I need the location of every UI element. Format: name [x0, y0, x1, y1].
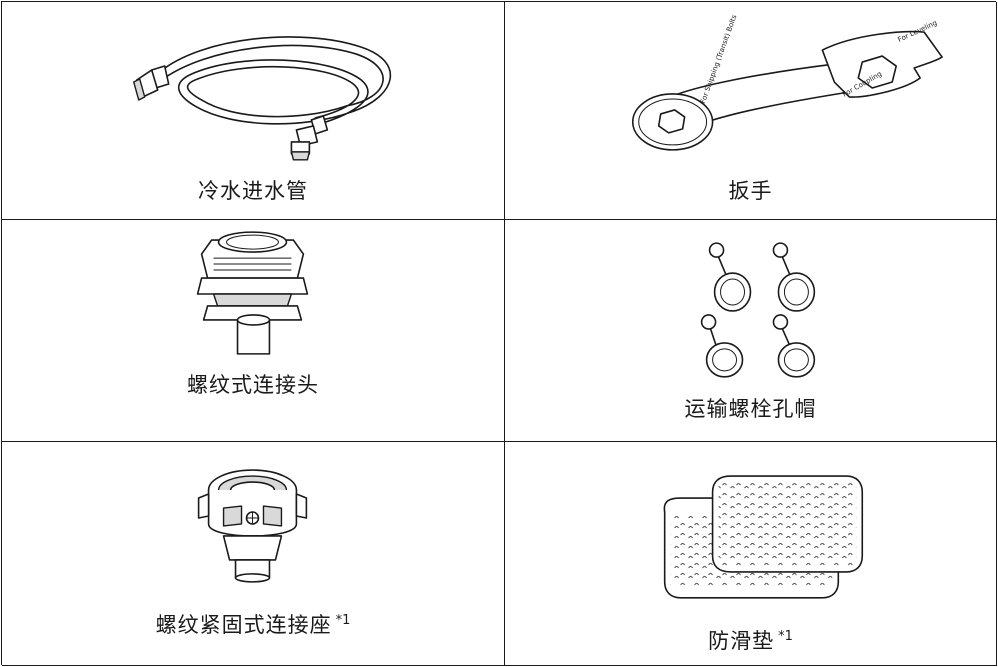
item-label: 螺纹式连接头 [187, 373, 319, 397]
cell-threaded-connector: 螺纹式连接头 [2, 220, 505, 442]
item-label: 扳手 [728, 179, 773, 203]
wrench-illustration: For Leveling For Coupling For Shipping (… [631, 13, 943, 151]
anti-slip-pads-illustration [663, 475, 864, 599]
item-label: 螺纹紧固式连接座*1 [155, 613, 351, 637]
cell-connector-base: 螺纹紧固式连接座*1 [2, 442, 505, 666]
connector-base-illustration [197, 469, 308, 583]
item-label: 冷水进水管 [198, 179, 308, 203]
cell-anti-slip-pads: 防滑垫*1 [505, 442, 997, 666]
cap-2 [772, 242, 816, 312]
cell-cold-water-hose: 冷水进水管 [2, 2, 505, 220]
cap-1 [708, 242, 752, 312]
cell-wrench: For Leveling For Coupling For Shipping (… [505, 2, 997, 220]
cold-water-hose-illustration [133, 36, 392, 161]
footnote-marker: *1 [335, 613, 351, 628]
bolt-hole-caps-illustration [700, 242, 816, 378]
threaded-connector-illustration [196, 231, 309, 355]
cell-bolt-hole-caps: 运输螺栓孔帽 [505, 220, 997, 442]
cap-4 [772, 314, 816, 378]
item-label: 运输螺栓孔帽 [684, 397, 817, 421]
item-label: 防滑垫*1 [708, 629, 793, 653]
cap-3 [700, 314, 744, 378]
footnote-marker: *1 [778, 629, 793, 644]
